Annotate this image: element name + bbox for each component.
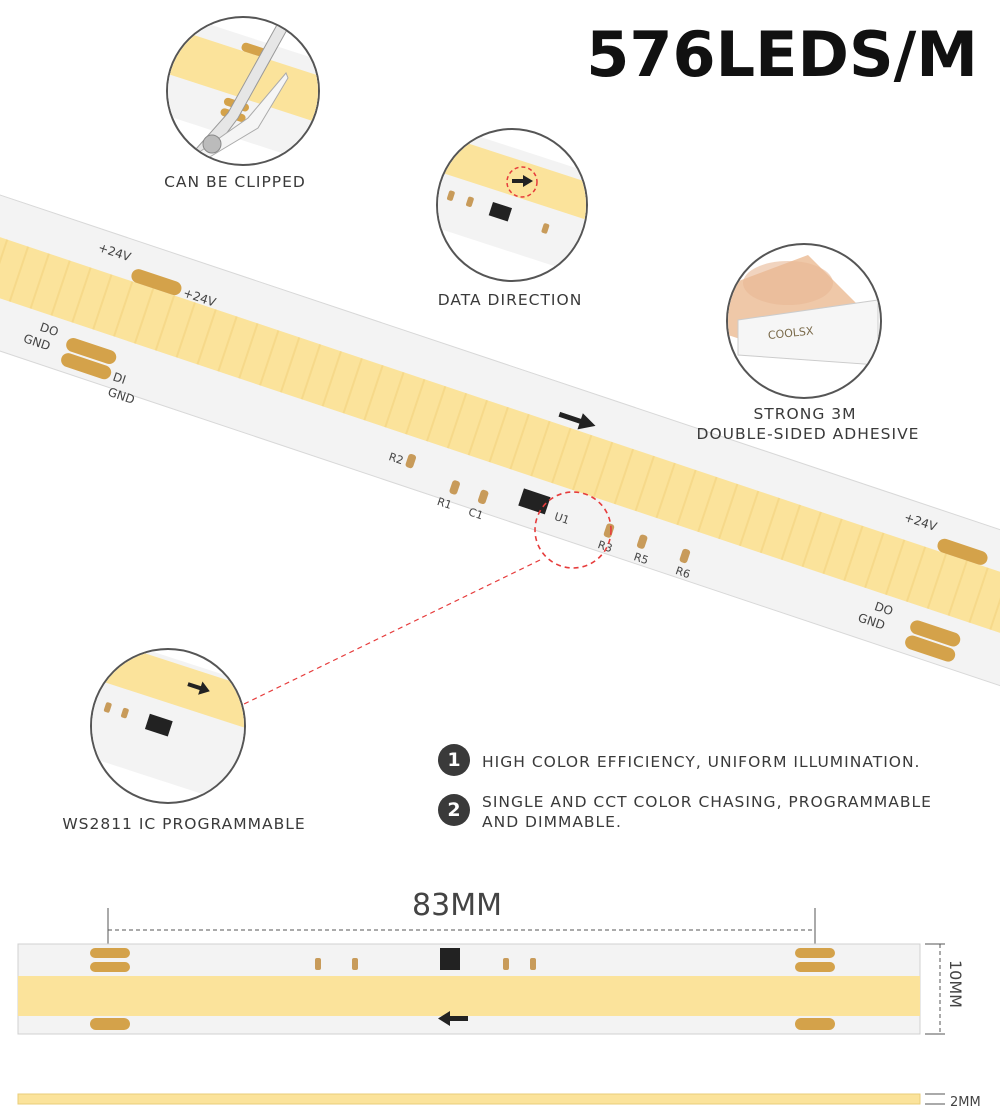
feature-1-number: 1	[438, 744, 470, 776]
feature-1-text: HIGH COLOR EFFICIENCY, UNIFORM ILLUMINAT…	[482, 753, 921, 771]
caption-can-be-clipped: CAN BE CLIPPED	[164, 173, 306, 191]
width-dimension-label: 10MM	[946, 960, 965, 1008]
feature-2-line1: SINGLE AND CCT COLOR CHASING, PROGRAMMAB…	[482, 793, 932, 811]
callout-clipped	[166, 16, 320, 166]
label-r1: R1	[435, 495, 453, 512]
label-r5: R5	[632, 550, 650, 567]
ic-illustration	[92, 650, 244, 802]
caption-adhesive-line1: STRONG 3M	[753, 405, 857, 423]
feature-2-text: SINGLE AND CCT COLOR CHASING, PROGRAMMAB…	[482, 792, 932, 832]
label-r6: R6	[674, 564, 692, 581]
data-direction-illustration	[438, 130, 586, 280]
dimension-drawing: 83MM 10MM 2MM	[17, 888, 981, 1110]
ic-pointer-line	[241, 559, 541, 706]
ic-highlight-circle	[534, 491, 612, 569]
label-do-b: DO	[873, 599, 895, 618]
headline: 576LEDS/M	[586, 18, 978, 91]
main-strip-illustration: +24V +24V DO GND DI GND R2 R1 C1 U1 R3 R…	[0, 184, 1000, 706]
length-dimension-label: 83MM	[412, 888, 502, 923]
adhesive-tape-illustration: COOLSX	[728, 255, 879, 366]
callout-data-direction	[436, 128, 588, 282]
feature-1: 1 HIGH COLOR EFFICIENCY, UNIFORM ILLUMIN…	[438, 744, 921, 776]
side-view-strip	[17, 1093, 921, 1105]
thickness-dimension-label: 2MM	[950, 1095, 981, 1110]
label-r2: R2	[387, 450, 405, 467]
caption-ic-programmable: WS2811 IC PROGRAMMABLE	[62, 815, 306, 833]
label-c1: C1	[467, 505, 485, 522]
callout-ic	[90, 648, 246, 804]
adhesive-tape-text: COOLSX	[767, 324, 814, 342]
caption-adhesive-line2: DOUBLE-SIDED ADHESIVE	[696, 425, 920, 443]
data-direction-arrow-icon	[558, 411, 596, 430]
clipping-scissors-illustration	[168, 18, 318, 164]
feature-2: 2 SINGLE AND CCT COLOR CHASING, PROGRAMM…	[438, 792, 932, 832]
feature-2-number: 2	[438, 794, 470, 826]
callout-adhesive: COOLSX	[726, 243, 882, 399]
caption-data-direction: DATA DIRECTION	[437, 291, 583, 309]
label-di: DI	[111, 370, 128, 387]
strip-direction-arrow-icon	[438, 1011, 468, 1026]
feature-2-line2: AND DIMMABLE.	[482, 813, 622, 831]
label-u1: U1	[553, 510, 571, 527]
label-do: DO	[38, 320, 60, 339]
